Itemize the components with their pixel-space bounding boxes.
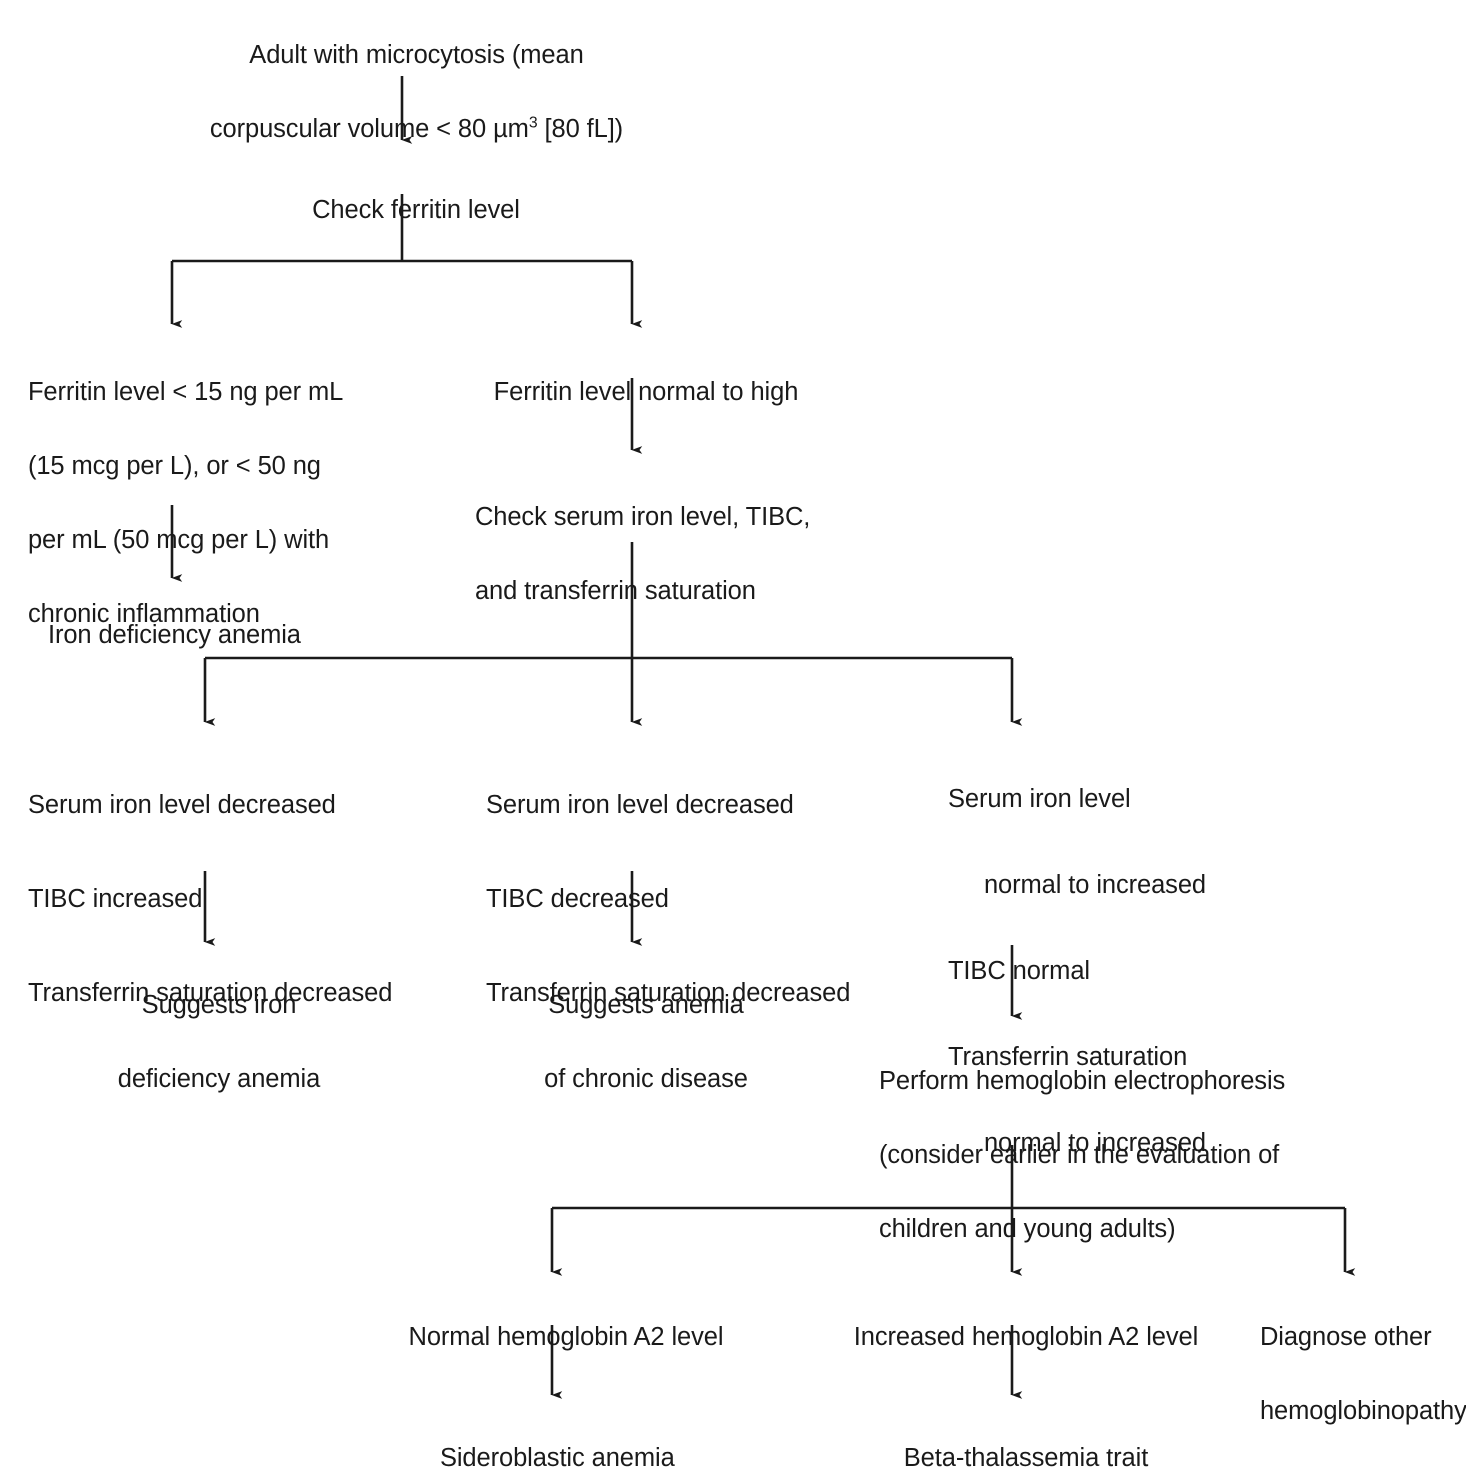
- node-suggests-anemia-chronic-disease: Suggests anemia of chronic disease: [462, 950, 802, 1135]
- node-ferritin-low-line4: chronic inflammation: [27, 600, 260, 628]
- node-start-line1: Adult with microcytosis (mean: [249, 41, 584, 69]
- node-branch-middle-line3: Transferrin saturation decreased: [485, 979, 851, 1007]
- node-suggests-ida-line1: Suggests iron: [141, 991, 297, 1019]
- node-branch-left-line2: TIBC increased: [27, 885, 203, 913]
- node-check-serum-iron-line1: Check serum iron level, TIBC,: [474, 503, 811, 531]
- node-branch-right: Serum iron level normal to increased TIB…: [920, 735, 1320, 1208]
- node-hba2-normal-label: Normal hemoglobin A2 level: [408, 1323, 724, 1351]
- node-beta-thalassemia-trait: Beta-thalassemia trait: [852, 1403, 1172, 1477]
- node-start-line2b: [80 fL]): [537, 115, 624, 143]
- node-check-ferritin: Check ferritin level: [212, 155, 592, 266]
- node-branch-middle-line2: TIBC decreased: [485, 885, 669, 913]
- node-branch-right-line3: TIBC normal: [947, 957, 1090, 985]
- node-diagnose-other-line1: Diagnose other: [1259, 1323, 1432, 1351]
- node-branch-middle: Serum iron level decreased TIBC decrease…: [458, 735, 888, 1064]
- node-iron-deficiency-anemia-label: Iron deficiency anemia: [47, 621, 301, 649]
- node-hba2-increased-label: Increased hemoglobin A2 level: [853, 1323, 1199, 1351]
- node-iron-deficiency-anemia: Iron deficiency anemia: [20, 580, 400, 691]
- node-start-line2a: corpuscular volume < 80 µm: [209, 115, 529, 143]
- node-hemoglobin-electrophoresis: Perform hemoglobin electrophoresis (cons…: [851, 1026, 1361, 1285]
- node-diagnose-other-line2: hemoglobinopathy: [1259, 1397, 1466, 1425]
- node-branch-left-line3: Transferrin saturation decreased: [27, 979, 393, 1007]
- node-start-superscript: 3: [528, 114, 538, 132]
- node-ferritin-low-line2: (15 mcg per L), or < 50 ng: [27, 452, 321, 480]
- node-sideroblastic-alpha-thalassemia: Sideroblastic anemia Alpha-thalassemia t…: [412, 1403, 772, 1477]
- node-sideroblastic-line1: Sideroblastic anemia: [439, 1444, 675, 1472]
- node-branch-left: Serum iron level decreased TIBC increase…: [0, 735, 430, 1064]
- node-check-serum-iron-line2: and transferrin saturation: [474, 577, 756, 605]
- node-diagnose-other-hemoglobinopathy: Diagnose other hemoglobinopathy: [1232, 1282, 1466, 1467]
- node-start: Adult with microcytosis (mean corpuscula…: [150, 0, 655, 185]
- node-suggests-ida-line2: deficiency anemia: [117, 1065, 321, 1093]
- node-branch-left-line1: Serum iron level decreased: [27, 791, 336, 819]
- node-ferritin-normal-high: Ferritin level normal to high: [432, 337, 832, 448]
- node-branch-middle-line1: Serum iron level decreased: [485, 791, 794, 819]
- node-hba2-normal: Normal hemoglobin A2 level: [362, 1282, 742, 1393]
- node-electrophoresis-line3: children and young adults): [878, 1215, 1176, 1243]
- node-branch-right-line2: normal to increased: [983, 871, 1207, 899]
- node-ferritin-normal-high-label: Ferritin level normal to high: [493, 378, 799, 406]
- node-ferritin-low: Ferritin level < 15 ng per mL (15 mcg pe…: [0, 337, 430, 670]
- node-ferritin-low-line1: Ferritin level < 15 ng per mL: [27, 378, 344, 406]
- node-branch-right-line4: Transferrin saturation: [947, 1043, 1188, 1071]
- node-suggests-iron-deficiency-anemia: Suggests iron deficiency anemia: [35, 950, 375, 1135]
- node-electrophoresis-line2: (consider earlier in the evaluation of: [878, 1141, 1280, 1169]
- node-suggests-acd-line1: Suggests anemia: [548, 991, 744, 1019]
- node-beta-thalassemia-label: Beta-thalassemia trait: [903, 1444, 1149, 1472]
- node-electrophoresis-line1: Perform hemoglobin electrophoresis: [878, 1067, 1286, 1095]
- node-branch-right-line5: normal to increased: [983, 1129, 1207, 1157]
- node-suggests-acd-line2: of chronic disease: [544, 1065, 748, 1093]
- node-ferritin-low-line3: per mL (50 mcg per L) with: [27, 526, 330, 554]
- node-check-ferritin-label: Check ferritin level: [312, 196, 520, 224]
- node-check-serum-iron: Check serum iron level, TIBC, and transf…: [447, 462, 867, 647]
- node-branch-right-line1: Serum iron level: [947, 785, 1131, 813]
- node-hba2-increased: Increased hemoglobin A2 level: [800, 1282, 1224, 1393]
